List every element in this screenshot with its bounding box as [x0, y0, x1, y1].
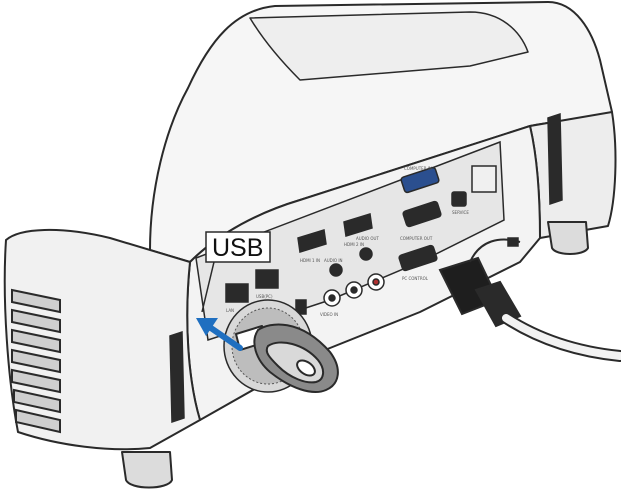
connector-panel — [195, 140, 519, 341]
service-port — [451, 191, 467, 207]
right-foot — [547, 221, 589, 255]
callout-usb-label: USB — [212, 234, 263, 262]
projector-left-side — [3, 228, 201, 451]
lan-port — [225, 283, 249, 303]
projector-right-side — [529, 111, 617, 239]
left-foot — [121, 451, 173, 489]
top-panel-inset — [249, 11, 529, 81]
computer-in-port — [400, 166, 440, 194]
hdmi1-port — [297, 229, 327, 253]
callout-leader — [201, 261, 215, 313]
caption-hdmi2: HDMI 2 IN — [344, 242, 364, 247]
usb-callout: USB — [201, 231, 271, 313]
right-side-slot — [547, 112, 563, 206]
insert-arrow-icon — [196, 318, 243, 351]
left-rear-slot — [169, 330, 185, 424]
usb-flash-drive — [235, 323, 339, 393]
caption-pc-control: PC CONTROL — [402, 276, 429, 281]
usb-slot — [295, 299, 307, 315]
caption-computer-out: COMPUTER OUT — [400, 236, 433, 241]
caption-audio-in: AUDIO IN — [324, 258, 343, 263]
caption-video-in: VIDEO IN — [320, 312, 338, 317]
cable-rear — [469, 238, 521, 263]
caption-usb-pc: USB(PC) — [256, 294, 273, 299]
caption-hdmi1: HDMI 1 IN — [300, 258, 320, 263]
computer-out-port — [402, 200, 442, 228]
usb-pc-port — [255, 269, 279, 289]
port-captions: COMPUTER IN COMPUTER OUT SERVICE PC CONT… — [226, 166, 469, 317]
audio-in-jack — [329, 263, 343, 277]
pc-control-port — [398, 244, 438, 272]
panel-plate — [471, 165, 497, 193]
power-cable — [438, 238, 621, 362]
caption-audio-out: AUDIO OUT — [356, 236, 379, 241]
caption-computer-in: COMPUTER IN — [404, 166, 432, 171]
usb-keyring-hole — [296, 359, 316, 377]
callout-box — [205, 231, 271, 263]
caption-service: SERVICE — [452, 210, 469, 215]
side-vents — [11, 288, 61, 434]
hdmi2-port — [343, 213, 373, 237]
caption-lan: LAN — [226, 308, 234, 313]
audio-out-jack — [359, 247, 373, 261]
